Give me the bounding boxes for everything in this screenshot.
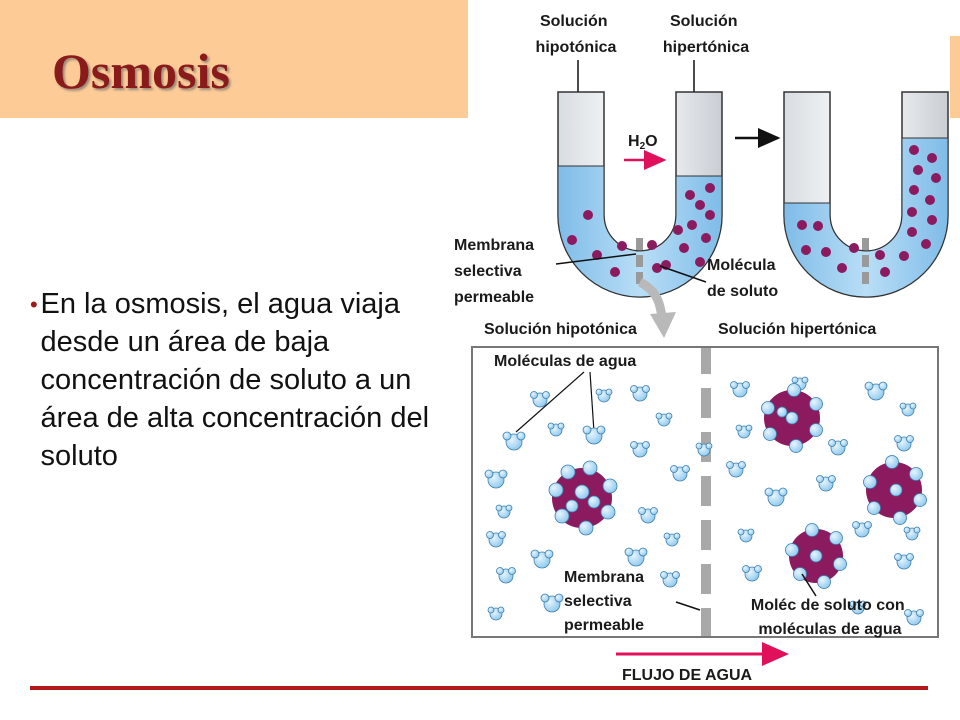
water-molecules-label: Moléculas de agua [494,353,636,370]
membrane-label-top-line1: Membrana [454,237,534,254]
solute-molecule-label-line2: de soluto [707,283,778,300]
title-band-edge [950,36,960,118]
top-label-right-line1: Solución [670,13,738,30]
top-label-left-line1: Solución [540,13,608,30]
bullet-text: En la osmosis, el agua viaja desde un ár… [40,288,430,472]
leader-line-water-2 [589,371,595,433]
leader-line-solute-water [801,573,817,597]
solute-dots-after [797,145,941,277]
membrane-label-bottom: Membrana selectiva permeable [564,569,648,634]
box-header-right: Solución hipertónica [718,321,876,338]
bullet-item: • En la osmosis, el agua viaja desde un … [30,285,440,475]
solute-water-label: Moléc de soluto con moléculas de agua [751,597,909,638]
solute-cluster-right-mid [863,455,927,525]
top-label-right: Solución hipertónica [663,13,749,56]
solute-cluster-left [548,460,618,536]
flow-label: FLUJO DE AGUA [622,667,753,684]
solute-water-label-line2: moléculas de agua [758,621,901,638]
title-band [0,0,468,118]
zoom-callout-arrowhead [650,312,676,338]
leader-line-water-1 [515,371,585,433]
top-label-right-line2: hipertónica [663,39,749,56]
u-tube-before [557,91,723,298]
top-label-left-line2: hipotónica [536,39,617,56]
water-molecules [484,376,924,626]
solute-water-label-line1: Moléc de soluto con [751,597,905,614]
solute-molecule-label-line1: Molécula [707,257,776,274]
solute-cluster-right-top [761,383,823,453]
membrane-label-bottom-line1: Membrana [564,569,644,586]
membrane-label-top-line3: permeable [454,289,534,306]
leader-line-membrane-top [555,253,637,265]
membrane-label-bottom-line3: permeable [564,617,644,634]
leader-line-solute [659,265,707,283]
membrane-label-bottom-line2: selectiva [564,593,632,610]
zoom-membrane [701,348,711,636]
solute-cluster-right-bottom [785,523,847,589]
membrane-label-top: Membrana selectiva permeable [454,237,538,306]
top-label-left: Solución hipotónica [536,13,617,56]
box-header-left: Solución hipotónica [484,321,637,338]
bottom-rule [30,686,928,690]
solute-molecule-label: Molécula de soluto [707,257,780,300]
u-tube-after [783,91,949,298]
bullet-dot-icon: • [30,292,38,317]
water-formula: H2O [628,133,658,152]
solute-dots-before [567,183,715,277]
leader-line-membrane-bottom [675,601,701,611]
slide-title: Osmosis [52,43,230,99]
membrane-label-top-line2: selectiva [454,263,522,280]
